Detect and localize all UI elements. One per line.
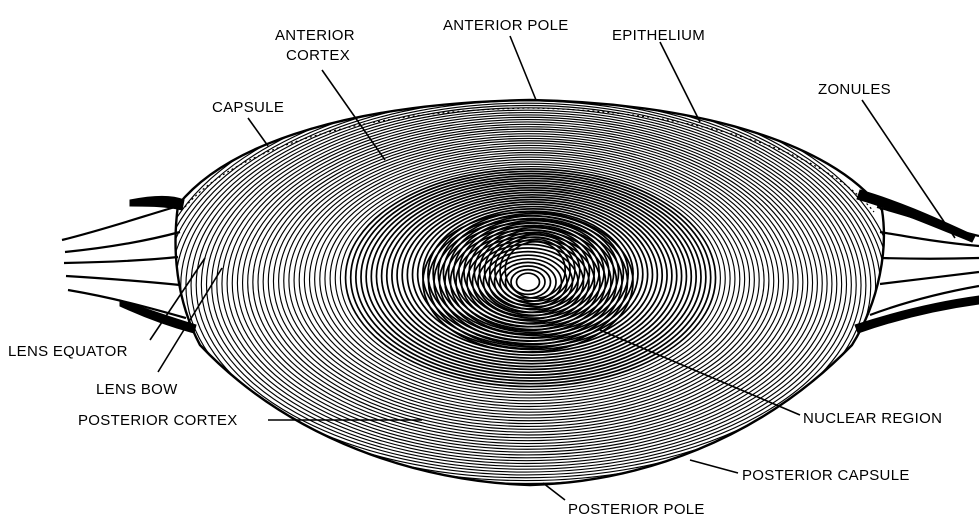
label-lens-equator: LENS EQUATOR [8,343,128,360]
label-posterior-capsule: POSTERIOR CAPSULE [742,467,910,484]
label-posterior-cortex: POSTERIOR CORTEX [78,412,238,429]
lens-fibre-ring [227,115,827,452]
label-posterior-pole: POSTERIOR POLE [568,501,705,518]
lens-fibre-ring [212,108,842,461]
label-anterior-cortex-line1: ANTERIOR [275,27,355,44]
lens-fibre-ring [366,178,696,375]
nucleus-ring [517,273,540,291]
label-anterior-cortex-line2: CORTEX [286,47,350,64]
label-epithelium: EPITHELIUM [612,27,705,44]
label-capsule: CAPSULE [212,99,284,116]
label-zonules: ZONULES [818,81,891,98]
nucleus-ring [467,241,589,323]
label-lens-bow: LENS BOW [96,381,178,398]
label-anterior-pole: ANTERIOR POLE [443,17,569,34]
lens-fibre-ring [196,101,856,469]
label-nuclear-region: NUCLEAR REGION [803,410,942,427]
nucleus-ring [506,266,551,298]
